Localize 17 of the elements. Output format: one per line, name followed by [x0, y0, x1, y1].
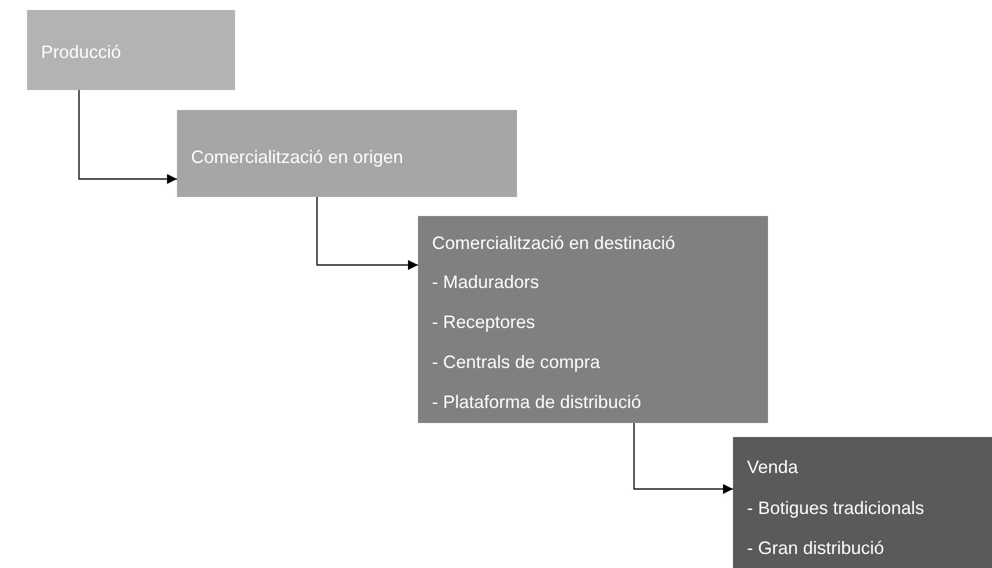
list-item: - Maduradors	[432, 271, 540, 293]
list-item: - Gran distribució	[747, 537, 884, 559]
list-item: - Plataforma de distribució	[432, 391, 642, 413]
process-box	[27, 10, 235, 90]
elbow-arrow	[633, 423, 733, 494]
process-box	[177, 110, 517, 197]
elbow-arrow	[316, 197, 418, 270]
elbow-arrow	[78, 90, 177, 184]
step-heading: Producció	[41, 41, 122, 63]
list-item: - Centrals de compra	[432, 351, 600, 373]
step-heading: Comercialització en origen	[191, 146, 404, 168]
step-heading: Comercialització en destinació	[432, 232, 676, 254]
step-heading: Venda	[747, 456, 798, 478]
list-item: - Receptores	[432, 311, 536, 333]
process-box	[418, 216, 768, 423]
list-item: - Botigues tradicionals	[747, 497, 924, 519]
process-box	[733, 437, 992, 568]
